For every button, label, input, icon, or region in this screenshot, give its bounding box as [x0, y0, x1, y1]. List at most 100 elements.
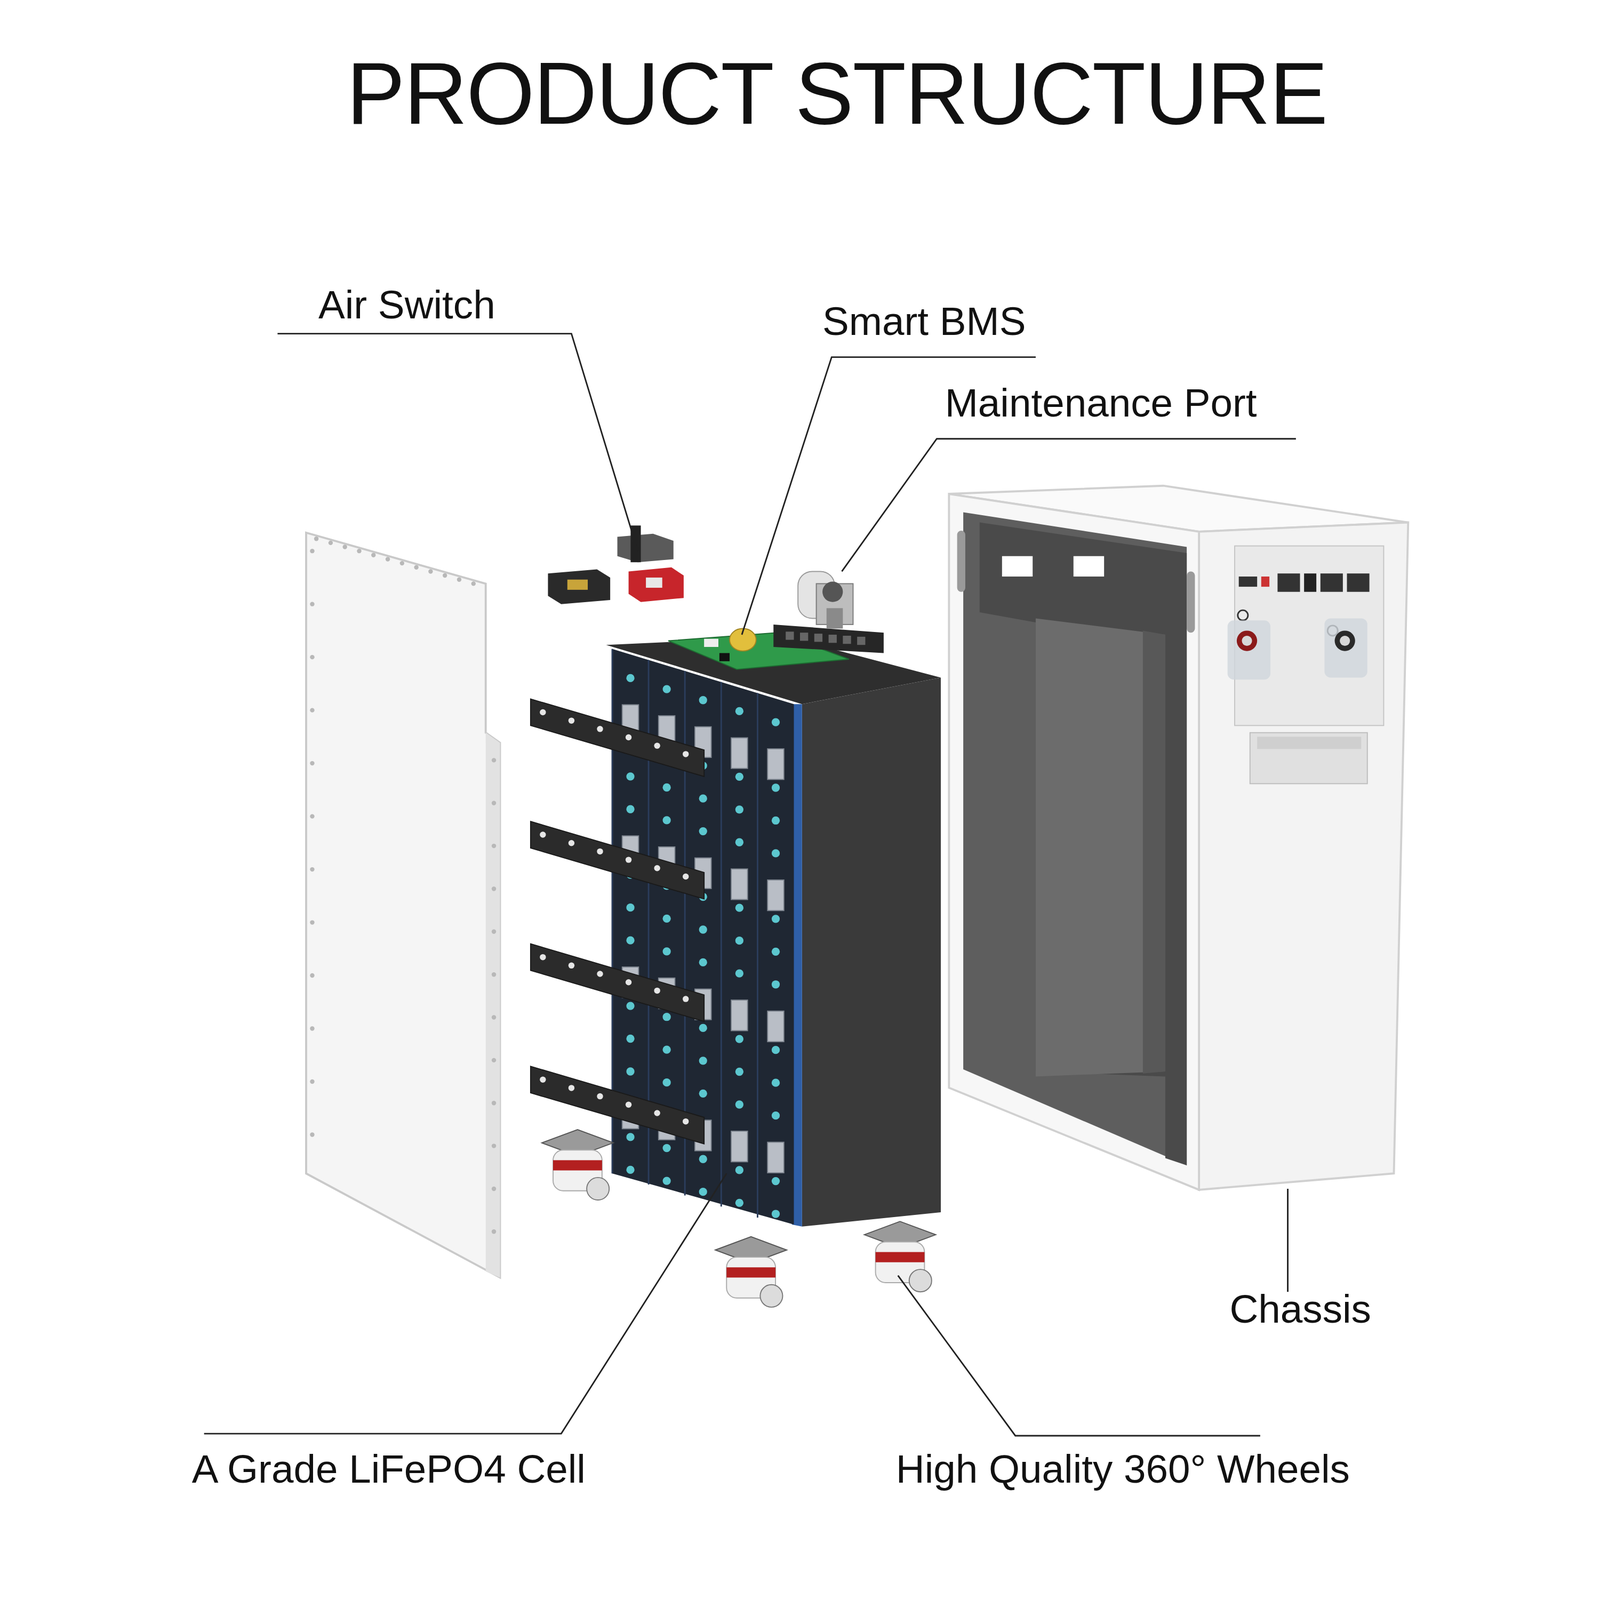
side-panel [309, 536, 496, 1235]
side-panel [342, 544, 347, 549]
air-switch [567, 579, 588, 590]
side-panel [356, 548, 362, 554]
battery-pack [731, 737, 748, 768]
battery-pack [699, 1056, 708, 1065]
battery-pack [771, 717, 780, 726]
side-panel [371, 553, 376, 558]
battery-pack [626, 903, 635, 912]
bus-bar [539, 954, 546, 960]
bus-bar [682, 873, 689, 880]
battery-pack [662, 783, 671, 792]
bus-bar [625, 734, 632, 741]
bus-bar [539, 709, 546, 716]
part-label: Air Switch [318, 284, 496, 325]
battery-pack [626, 674, 635, 683]
side-panel [491, 886, 496, 891]
chassis-body [1250, 732, 1368, 784]
bms-board [785, 631, 794, 640]
battery-pack [735, 805, 744, 814]
caster-wheel [553, 1160, 603, 1171]
chassis-body [1238, 576, 1258, 587]
caster-wheel [586, 1177, 610, 1200]
battery-pack [767, 880, 784, 911]
caster-wheel [760, 1284, 783, 1308]
battery-pack [735, 707, 744, 716]
bus-bar [539, 831, 546, 838]
bms-board [800, 632, 808, 641]
battery-pack [767, 748, 784, 780]
battery-pack [735, 1067, 744, 1076]
battery-pack [771, 914, 780, 923]
chassis-body [979, 522, 1187, 1166]
air-switch [547, 569, 611, 605]
bus-bar [530, 944, 704, 1022]
battery-pack [699, 1187, 708, 1196]
chassis-body [1277, 573, 1300, 592]
part-label: High Quality 360° Wheels [896, 1449, 1350, 1490]
bms-board [814, 633, 823, 642]
side-panel [413, 565, 419, 570]
bus-bar [682, 750, 689, 757]
battery-pack [771, 947, 780, 956]
chassis-body [1186, 571, 1195, 633]
side-panel [309, 761, 315, 766]
battery-pack [662, 947, 671, 956]
side-panel [491, 929, 496, 934]
battery-pack [699, 958, 708, 967]
battery-pack [735, 1100, 744, 1109]
bus-bar [539, 1076, 546, 1083]
chassis-body [957, 530, 966, 592]
battery-pack [699, 696, 708, 704]
side-panel [309, 813, 315, 819]
bus-bar [596, 970, 603, 977]
battery-pack [626, 1132, 635, 1141]
battery-pack [626, 1165, 635, 1174]
battery-pack [699, 1024, 708, 1032]
battery-pack [699, 1155, 708, 1164]
battery-pack [735, 904, 744, 912]
part-label: A Grade LiFePO4 Cell [192, 1449, 586, 1490]
part-label: Smart BMS [822, 300, 1026, 341]
battery-pack [771, 849, 780, 858]
battery-pack [662, 1176, 671, 1185]
battery-pack [662, 684, 671, 693]
chassis-body [1261, 576, 1270, 587]
caster-wheel [541, 1129, 936, 1308]
battery-pack [771, 783, 780, 792]
battery-pack [626, 1067, 635, 1076]
battery-pack [735, 1198, 744, 1207]
side-panel [442, 573, 447, 578]
maintenance-port [822, 581, 843, 603]
battery-pack [662, 1078, 671, 1087]
battery-pack [767, 1142, 784, 1173]
battery-pack [735, 936, 744, 945]
bus-bar [653, 1109, 660, 1116]
battery-pack [626, 805, 635, 814]
chassis-body [1237, 610, 1248, 621]
side-panel [491, 757, 496, 763]
bus-bar [530, 821, 704, 899]
battery-pack [662, 1012, 671, 1021]
side-panel [428, 569, 433, 574]
side-panel [471, 581, 476, 586]
battery-pack [662, 1045, 671, 1054]
battery-pack [731, 868, 748, 900]
bms-board [704, 638, 719, 647]
battery-pack [767, 1011, 784, 1042]
part-label: Chassis [1229, 1288, 1371, 1329]
maintenance-port [826, 608, 844, 629]
battery-pack [662, 914, 671, 923]
leader-line [841, 438, 1296, 572]
chassis-body [1339, 635, 1350, 646]
chassis-body [1073, 556, 1104, 577]
bus-bar [653, 865, 660, 871]
bms-board [828, 634, 837, 643]
chassis-body [1241, 635, 1252, 646]
bus-bar [625, 1101, 632, 1108]
bus-bar [653, 987, 660, 994]
bus-bar [625, 856, 632, 863]
bms-board [842, 635, 851, 644]
battery-pack [771, 1209, 780, 1218]
bus-bar [568, 840, 575, 846]
